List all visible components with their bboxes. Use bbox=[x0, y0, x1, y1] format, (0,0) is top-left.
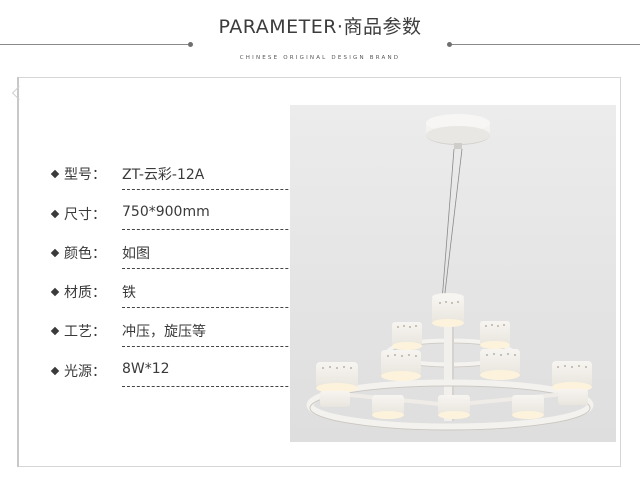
spec-value: 冲压，旋压等 bbox=[122, 324, 206, 340]
diamond-bullet-icon bbox=[50, 287, 60, 297]
diamond-bullet-icon bbox=[50, 326, 60, 336]
spec-underline bbox=[122, 386, 318, 387]
header-dot-left bbox=[188, 42, 193, 47]
spec-underline bbox=[122, 229, 318, 230]
spec-underline bbox=[122, 189, 318, 190]
spec-label: 材质： bbox=[64, 285, 106, 301]
spec-row-process: 工艺： 冲压，旋压等 bbox=[50, 324, 318, 352]
product-photo bbox=[290, 105, 616, 442]
header-rule-right bbox=[450, 44, 640, 45]
spec-row-model: 型号： ZT-云彩-12A bbox=[50, 167, 318, 195]
header-rule-left bbox=[0, 44, 190, 45]
spec-value: 铁 bbox=[122, 285, 136, 301]
spec-underline bbox=[122, 346, 318, 347]
diamond-bullet-icon bbox=[50, 209, 60, 219]
pendant-chandelier-image bbox=[290, 105, 616, 442]
spec-row-color: 颜色： 如图 bbox=[50, 246, 318, 274]
spec-value: 如图 bbox=[122, 246, 150, 262]
diamond-bullet-icon bbox=[50, 248, 60, 258]
spec-label: 颜色： bbox=[64, 246, 106, 262]
spec-label: 工艺： bbox=[64, 324, 106, 340]
spec-underline bbox=[122, 307, 318, 308]
spec-row-material: 材质： 铁 bbox=[50, 285, 318, 313]
spec-underline bbox=[122, 268, 318, 269]
frame-left-accent bbox=[17, 77, 19, 467]
page-subtitle: CHINESE ORIGINAL DESIGN BRAND bbox=[239, 55, 401, 61]
spec-row-size: 尺寸： 750*900mm bbox=[50, 204, 318, 235]
page-title: PARAMETER·商品参数 bbox=[218, 16, 422, 38]
spec-row-light-source: 光源： 8W*12 bbox=[50, 361, 318, 392]
diamond-bullet-icon bbox=[50, 169, 60, 179]
spec-value: 8W*12 bbox=[122, 361, 170, 377]
spec-label: 光源： bbox=[64, 364, 106, 380]
spec-value: ZT-云彩-12A bbox=[122, 167, 205, 183]
header-dot-right bbox=[447, 42, 452, 47]
diamond-bullet-icon bbox=[50, 366, 60, 376]
spec-value: 750*900mm bbox=[122, 204, 210, 220]
spec-label: 尺寸： bbox=[64, 207, 106, 223]
spec-label: 型号： bbox=[64, 167, 106, 183]
